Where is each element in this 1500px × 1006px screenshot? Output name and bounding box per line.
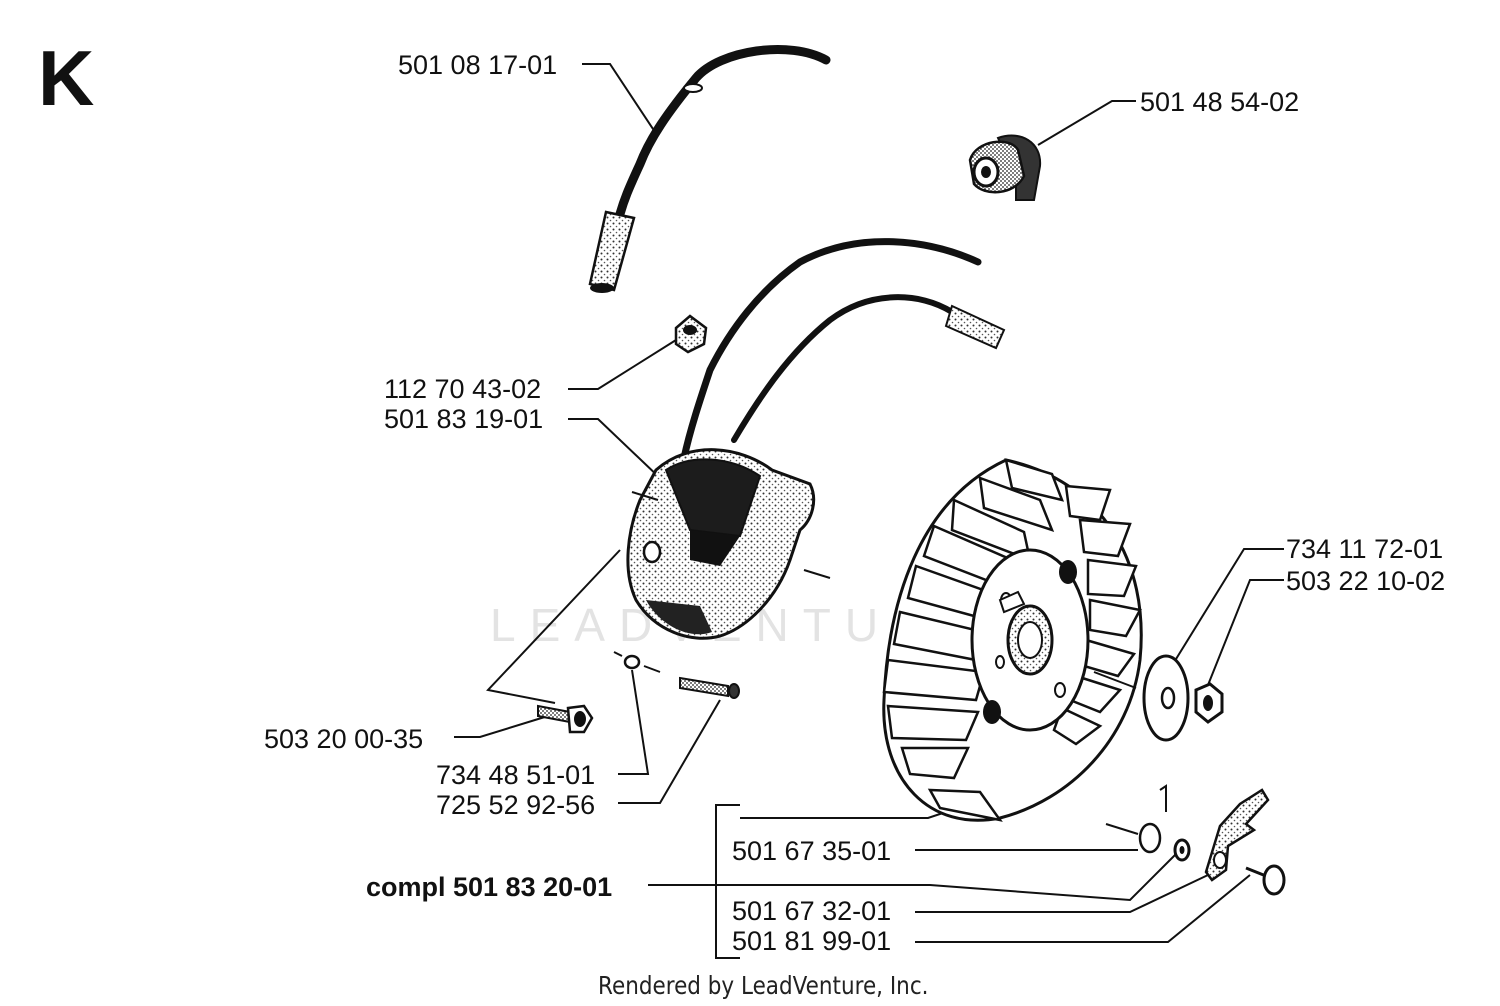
callout-module-screw: 503 20 00-35 — [264, 724, 424, 754]
spark-plug-boot — [588, 45, 831, 293]
callout-elbow-connector: 501 48 54-02 — [1140, 87, 1300, 117]
callout-flywheel-washer: 734 11 72-01 — [1286, 534, 1444, 564]
long-screw — [679, 676, 740, 699]
ignition-wires — [680, 238, 1006, 462]
leader-lines — [454, 63, 1284, 959]
ignition-module — [626, 448, 831, 640]
footer-credit: Rendered by LeadVenture, Inc. — [598, 971, 929, 1000]
grommet — [674, 314, 708, 354]
callout-flywheel-complete: compl 501 83 20-01 — [366, 872, 613, 902]
callout-spark-plug-boot: 501 08 17-01 — [398, 50, 558, 80]
callout-grommet: 112 70 43-02 — [384, 374, 542, 404]
callout-pawl-pin: 501 81 99-01 — [732, 926, 892, 956]
flywheel-nut — [1194, 682, 1224, 724]
callout-flywheel: 501 67 35-01 — [732, 836, 892, 866]
flywheel-washer — [1142, 654, 1190, 742]
pawl-washer — [1173, 838, 1191, 862]
pawl-spring — [1105, 784, 1167, 854]
callout-long-screw: 725 52 92-56 — [436, 790, 596, 820]
flywheel — [882, 458, 1143, 822]
elbow-connector — [968, 134, 1042, 201]
callout-ignition-module: 501 83 19-01 — [384, 404, 544, 434]
callout-small-washer: 734 48 51-01 — [436, 760, 596, 790]
callout-pawl-spring: 501 67 32-01 — [732, 896, 892, 926]
section-letter: K — [38, 34, 95, 122]
pawl-pin — [1245, 864, 1286, 896]
small-washer — [613, 651, 661, 673]
callout-flywheel-nut: 503 22 10-02 — [1286, 566, 1446, 596]
module-screw — [537, 704, 594, 734]
pawl — [1204, 788, 1270, 882]
